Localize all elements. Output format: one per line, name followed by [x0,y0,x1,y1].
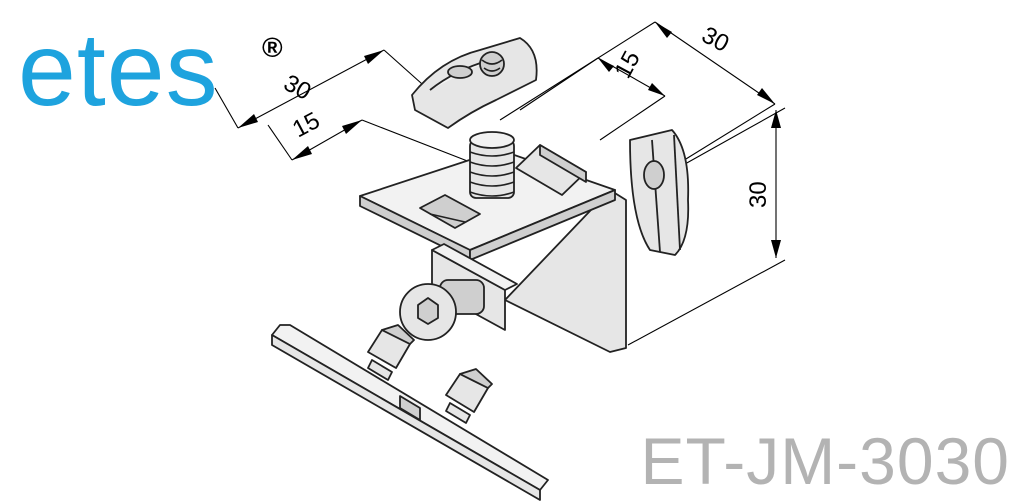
button-head-screw [399,243,518,341]
dim-label-height-30: 30 [745,181,772,208]
registered-mark: ® [262,32,283,63]
dim-label-side-30: 30 [697,21,733,57]
part-number: ET-JM-3030 [640,424,1010,498]
dimension-top-30: 30 [214,49,441,129]
wedge-tab [515,144,587,196]
dim-label-top-30: 30 [279,69,315,105]
brand-logo: etes ® [18,18,283,128]
threaded-stud [469,131,515,199]
dim-label-side-15: 15 [609,47,645,83]
t-slot-nut-top [411,37,538,129]
dim-label-top-15: 15 [288,107,324,143]
logo-text: etes [18,12,219,128]
t-slot-nut-side [629,129,690,256]
end-cap [271,324,549,501]
